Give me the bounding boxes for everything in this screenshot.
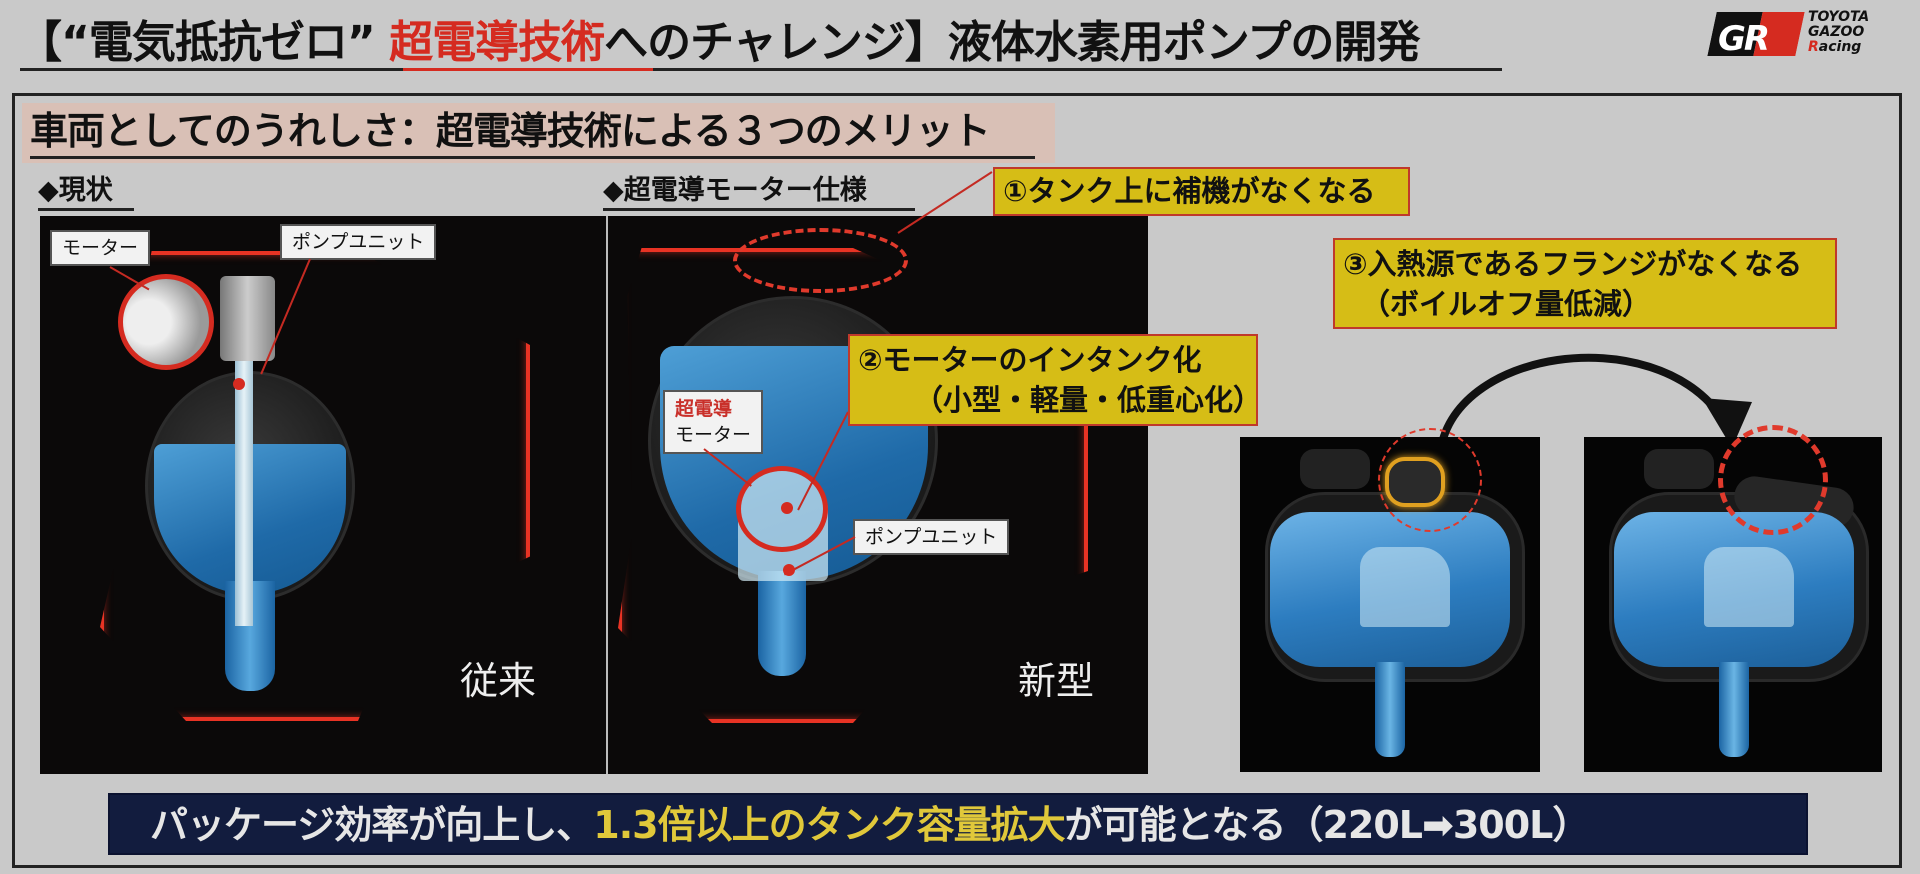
tank-fittings — [1300, 449, 1370, 489]
motor-highlight-ring — [118, 274, 214, 370]
pump-sump — [1375, 662, 1405, 757]
pump-marker-dot — [233, 378, 245, 390]
title-underline — [20, 68, 1502, 71]
pump-head — [220, 276, 275, 361]
gr-logo-wordmark: TOYOTA GAZOO Racing — [1808, 9, 1870, 55]
motor-label: モーター — [50, 230, 151, 266]
caption-new: 新型 — [1018, 659, 1095, 703]
banner-highlight: 1.3倍以上のタンク容量拡大 — [593, 803, 1065, 847]
pump-unit-label: ポンプユニット — [853, 519, 1010, 555]
pump-unit-label: ポンプユニット — [280, 224, 437, 260]
panel-separator — [606, 216, 608, 774]
tank-fittings — [1644, 449, 1714, 489]
flange-dashed-ring — [1378, 428, 1482, 532]
pump-marker-dot — [783, 564, 795, 576]
curved-arrow-icon — [1436, 353, 1752, 456]
subtitle-underline — [30, 156, 1035, 159]
motor-marker-dot — [781, 502, 793, 514]
title-underline-highlight — [403, 68, 653, 71]
diagram-conventional: モーター ポンプユニット 従来 — [40, 216, 606, 774]
diagram-superconducting: 超電導 モーター ポンプユニット 新型 — [608, 216, 1148, 774]
title-suffix: へのチャレンジ】液体水素用ポンプの開発 — [604, 17, 1420, 68]
conclusion-banner: パッケージ効率が向上し、1.3倍以上のタンク容量拡大が可能となる（220L➡30… — [108, 793, 1808, 855]
superconducting-motor-label: 超電導 モーター — [663, 390, 764, 454]
title-highlight: 超電導技術 — [389, 17, 605, 68]
section-label-superconducting-underline — [603, 208, 915, 211]
section-label-current: ◆現状 — [38, 175, 113, 206]
gr-logo: GR TOYOTA GAZOO Racing — [1707, 9, 1902, 59]
pump-sump — [1719, 662, 1749, 757]
tank-render-without-flange — [1584, 437, 1882, 772]
removed-flange-dashed-ring — [1718, 425, 1828, 535]
motor-highlight-ring — [736, 466, 828, 552]
callout-merit-1: ①タンク上に補機がなくなる — [993, 167, 1410, 216]
callout-merit-3: ③入熱源であるフランジがなくなる （ボイルオフ量低減） — [1333, 238, 1837, 329]
banner-text-part1: パッケージ効率が向上し、 — [150, 803, 594, 847]
caption-conventional: 従来 — [460, 659, 537, 703]
callout-merit-2: ②モーターのインタンク化 （小型・軽量・低重心化） — [848, 334, 1262, 426]
title-prefix: 【“電気抵抗ゼロ” — [18, 17, 390, 68]
content-frame — [12, 93, 1902, 868]
in-tank-motor — [1360, 547, 1450, 627]
tank-sump — [758, 571, 806, 676]
tank-render-with-flange — [1240, 437, 1540, 772]
section-label-superconducting: ◆超電導モーター仕様 — [603, 175, 867, 206]
gr-logo-letters: GR — [1718, 19, 1770, 59]
slide-title: 【“電気抵抗ゼロ” 超電導技術へのチャレンジ】液体水素用ポンプの開発 — [18, 14, 1420, 72]
banner-text-part2: が可能となる（220L➡300L） — [1064, 803, 1591, 847]
subtitle-bar — [22, 103, 1055, 163]
subtitle: 車両としてのうれしさ：超電導技術による３つのメリット — [30, 109, 991, 153]
in-tank-motor — [1704, 547, 1794, 627]
section-label-current-underline — [38, 208, 134, 211]
aux-equipment-dashed-ring — [733, 228, 908, 293]
